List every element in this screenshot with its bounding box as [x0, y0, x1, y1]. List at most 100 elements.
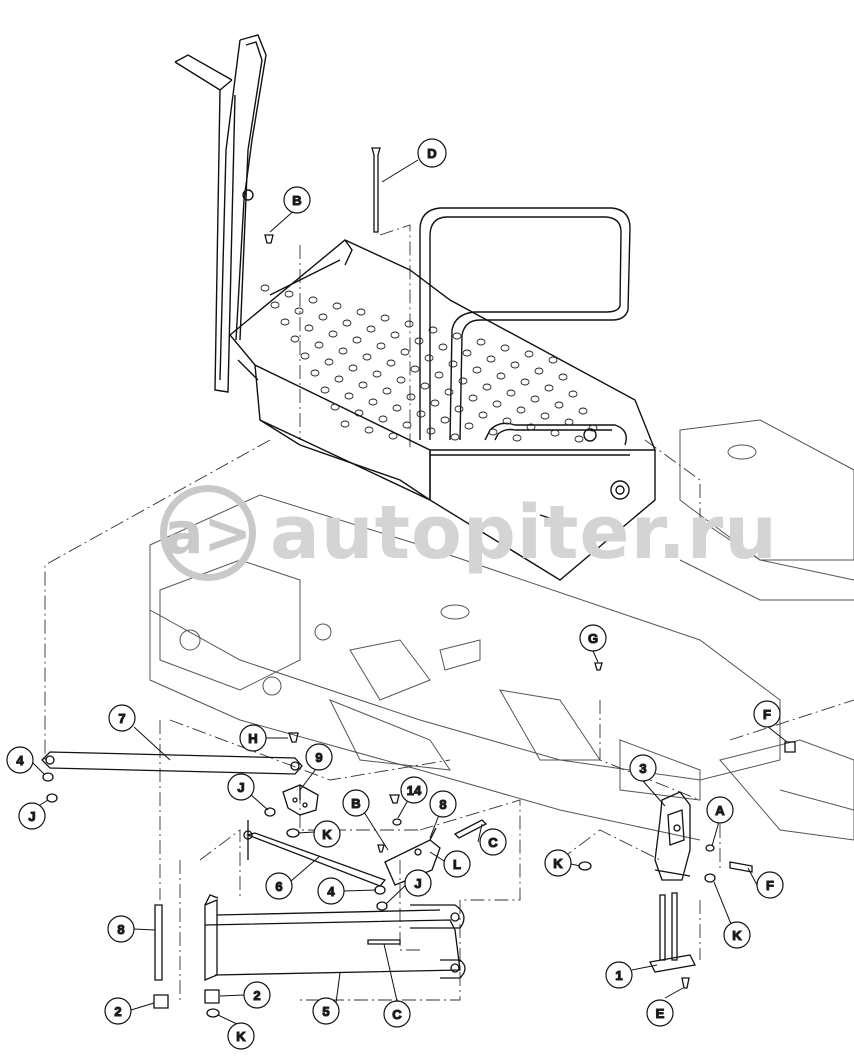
svg-text:E: E: [656, 1006, 665, 1021]
svg-text:4: 4: [327, 884, 335, 899]
callout-14[interactable]: 14: [400, 776, 428, 804]
callout-8-mid[interactable]: 8: [429, 790, 457, 818]
deck-hole: [420, 382, 430, 390]
deck-hole: [388, 432, 398, 440]
deck-hole: [378, 415, 388, 423]
callout-j-mid[interactable]: J: [227, 773, 255, 801]
deck-hole: [568, 390, 578, 398]
svg-text:6: 6: [275, 879, 282, 894]
deck-hole: [516, 406, 526, 414]
deck-hole: [366, 325, 376, 333]
callout-8-left[interactable]: 8: [107, 915, 135, 943]
callout-6[interactable]: 6: [265, 872, 293, 900]
svg-text:5: 5: [322, 1004, 329, 1019]
leader-lines: [31, 159, 788, 1026]
callout-e[interactable]: E: [646, 999, 674, 1027]
deck-hole: [406, 393, 416, 401]
svg-text:7: 7: [118, 711, 125, 726]
deck-hole: [530, 395, 540, 403]
svg-text:K: K: [732, 928, 742, 943]
callout-9[interactable]: 9: [305, 743, 333, 771]
deck-hole: [500, 344, 510, 352]
deck-hole: [402, 421, 412, 429]
callout-j-left[interactable]: J: [18, 802, 46, 830]
svg-text:1: 1: [615, 968, 622, 983]
callout-b-mid[interactable]: B: [342, 789, 370, 817]
callout-4-mid[interactable]: 4: [317, 877, 345, 905]
deck-hole: [458, 377, 468, 385]
deck-hole: [284, 290, 294, 298]
deck-hole: [324, 358, 334, 366]
callout-2-left[interactable]: 2: [104, 997, 132, 1025]
svg-text:F: F: [763, 707, 771, 722]
callout-f-top[interactable]: F: [753, 700, 781, 728]
deck-hole: [338, 347, 348, 355]
deck-hole: [314, 341, 324, 349]
callout-2-mid[interactable]: 2: [243, 981, 271, 1009]
deck-hole: [534, 367, 544, 375]
deck-hole: [548, 356, 558, 364]
callout-k-right2[interactable]: K: [723, 921, 751, 949]
deck-hole: [300, 352, 310, 360]
svg-text:B: B: [351, 796, 360, 811]
svg-text:D: D: [427, 146, 436, 161]
assembly-lines: [44, 224, 854, 1001]
deck-hole: [352, 336, 362, 344]
callout-a[interactable]: A: [706, 796, 734, 824]
deck-hole: [472, 366, 482, 374]
callout-4-left[interactable]: 4: [6, 746, 34, 774]
deck-hole: [380, 314, 390, 322]
svg-text:A: A: [715, 803, 725, 818]
svg-text:H: H: [248, 731, 257, 746]
deck-hole: [478, 411, 488, 419]
deck-hole: [376, 342, 386, 350]
callouts: D B G F 7 H 4 J 9 J K 6 B 14 8 C L 4 J 3…: [6, 138, 784, 1050]
deck-hole: [520, 378, 530, 386]
deck-hole: [332, 302, 342, 310]
callout-c-mid[interactable]: C: [479, 828, 507, 856]
deck-hole: [574, 435, 584, 443]
callout-g[interactable]: G: [579, 624, 607, 652]
svg-text:C: C: [488, 835, 498, 850]
svg-text:G: G: [588, 631, 598, 646]
deck-hole: [358, 381, 368, 389]
deck-hole: [404, 320, 414, 328]
callout-k-bottom[interactable]: K: [227, 1022, 255, 1050]
callout-b-top[interactable]: B: [283, 186, 311, 214]
deck-hole: [510, 361, 520, 369]
callout-k-mid[interactable]: K: [313, 820, 341, 848]
deck-hole: [482, 383, 492, 391]
callout-h[interactable]: H: [239, 724, 267, 752]
deck-hole: [372, 370, 382, 378]
svg-text:B: B: [292, 193, 301, 208]
callout-7[interactable]: 7: [108, 704, 136, 732]
callout-5[interactable]: 5: [312, 997, 340, 1025]
deck-hole: [396, 376, 406, 384]
deck-hole: [330, 403, 340, 411]
deck-hole: [344, 392, 354, 400]
deck-hole: [476, 338, 486, 346]
deck-hole: [410, 365, 420, 373]
callout-k-right[interactable]: K: [544, 849, 572, 877]
deck-hole: [308, 296, 318, 304]
svg-text:C: C: [392, 1007, 402, 1022]
callout-f-right[interactable]: F: [756, 871, 784, 899]
svg-text:J: J: [414, 876, 421, 891]
callout-3[interactable]: 3: [629, 754, 657, 782]
deck-hole: [328, 330, 338, 338]
deck-hole: [578, 407, 588, 415]
callout-j-low[interactable]: J: [404, 869, 432, 897]
svg-text:J: J: [28, 809, 35, 824]
deck-hole: [564, 418, 574, 426]
deck-hole: [310, 369, 320, 377]
svg-text:J: J: [237, 780, 244, 795]
callout-1[interactable]: 1: [605, 961, 633, 989]
deck-hole: [290, 335, 300, 343]
callout-c-bottom[interactable]: C: [383, 1000, 411, 1028]
deck-hole: [496, 372, 506, 380]
callout-l[interactable]: L: [443, 850, 471, 878]
deck-hole: [342, 319, 352, 327]
callout-d[interactable]: D: [417, 138, 447, 168]
deck-hole: [540, 412, 550, 420]
deck-hole: [452, 332, 462, 340]
